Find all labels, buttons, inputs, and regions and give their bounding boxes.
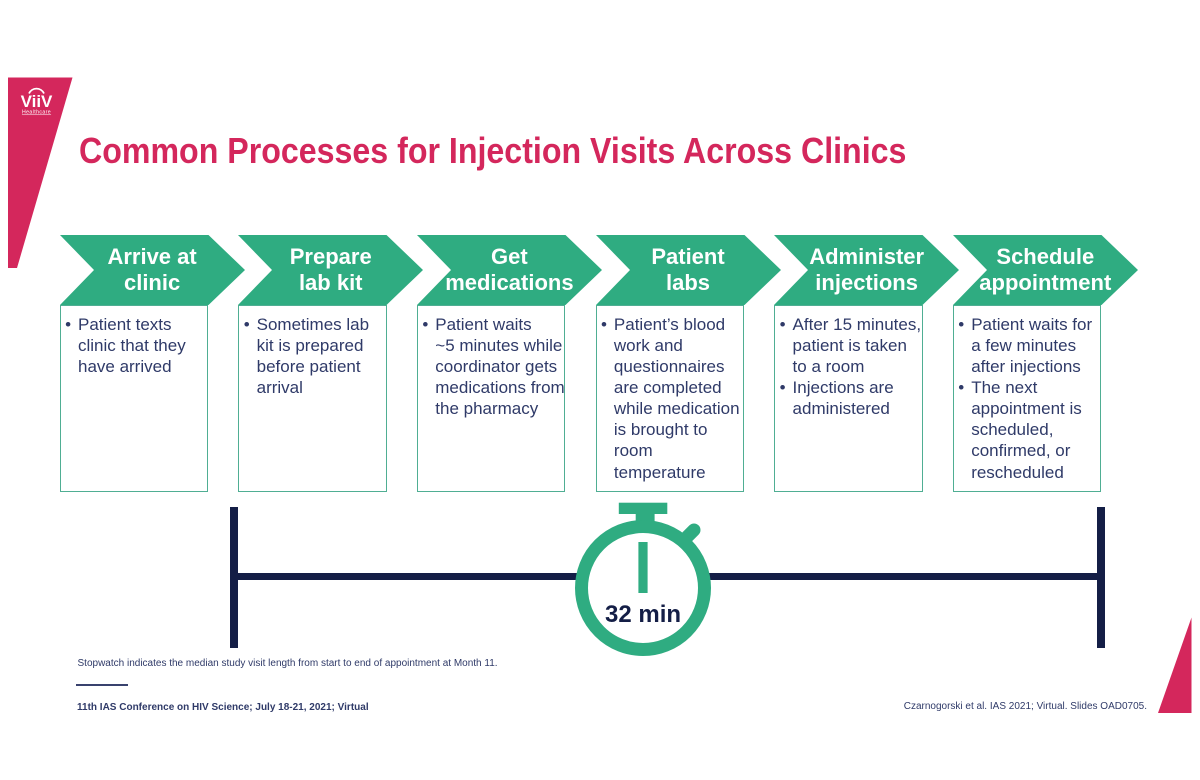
step-bullet: Sometimes lab kit is prepared before pat… [244, 314, 384, 399]
logo-wedge [8, 77, 73, 268]
step-label: Get medications [445, 243, 574, 296]
step-box: Sometimes lab kit is prepared before pat… [238, 305, 387, 492]
logo-brand-text: ViiV [21, 92, 53, 111]
footnote-divider [76, 684, 128, 686]
stopwatch-duration-label: 32 min [604, 601, 682, 628]
step-box: After 15 minutes, patient is taken to a … [774, 305, 923, 492]
step-bullet: Patient’s blood work and questionnaires … [601, 314, 742, 483]
stopwatch-icon [575, 502, 711, 656]
page-title: Common Processes for Injection Visits Ac… [79, 130, 907, 171]
logo-arc [28, 87, 45, 94]
step-label: Patient labs [651, 243, 725, 296]
step-arrow [774, 235, 960, 305]
logo-sub-text: Healthcare [22, 110, 51, 116]
step-bullet: The next appointment is scheduled, confi… [958, 377, 1099, 483]
step-arrow [59, 235, 245, 305]
step-label: Administer injections [809, 243, 925, 296]
stopwatch-crown-bar [618, 502, 668, 514]
stopwatch-hand [638, 542, 648, 593]
footnote: Stopwatch indicates the median study vis… [77, 658, 498, 669]
viiv-logo: ViiV Healthcare [8, 77, 73, 268]
step-box: Patient waits ~5 minutes while coordinat… [416, 305, 566, 492]
step-label: Schedule appointment [979, 243, 1112, 296]
step-bullet: After 15 minutes, patient is taken to a … [780, 314, 921, 377]
step-box: Patient waits for a few minutes after in… [952, 305, 1102, 492]
step-bullet: Patient waits ~5 minutes while coordinat… [422, 314, 564, 420]
step-label: Prepare lab kit [289, 243, 372, 296]
footer-left: 11th IAS Conference on HIV Science; July… [77, 701, 369, 713]
step-arrow [238, 235, 424, 305]
step-arrow [595, 235, 781, 305]
step-bullet: Patient waits for a few minutes after in… [958, 314, 1099, 377]
step-box: Patient texts clinic that they have arri… [59, 305, 209, 492]
step-arrow [952, 235, 1138, 305]
step-arrow [416, 235, 602, 305]
step-label: Arrive at clinic [107, 243, 197, 296]
step-bullet: Injections are administered [780, 377, 920, 419]
step-bullet: Patient texts clinic that they have arri… [65, 314, 206, 377]
step-box: Patient’s blood work and questionnaires … [595, 305, 745, 492]
footer-right: Czarnogorski et al. IAS 2021; Virtual. S… [903, 700, 1147, 712]
corner-triangle [1158, 617, 1192, 713]
